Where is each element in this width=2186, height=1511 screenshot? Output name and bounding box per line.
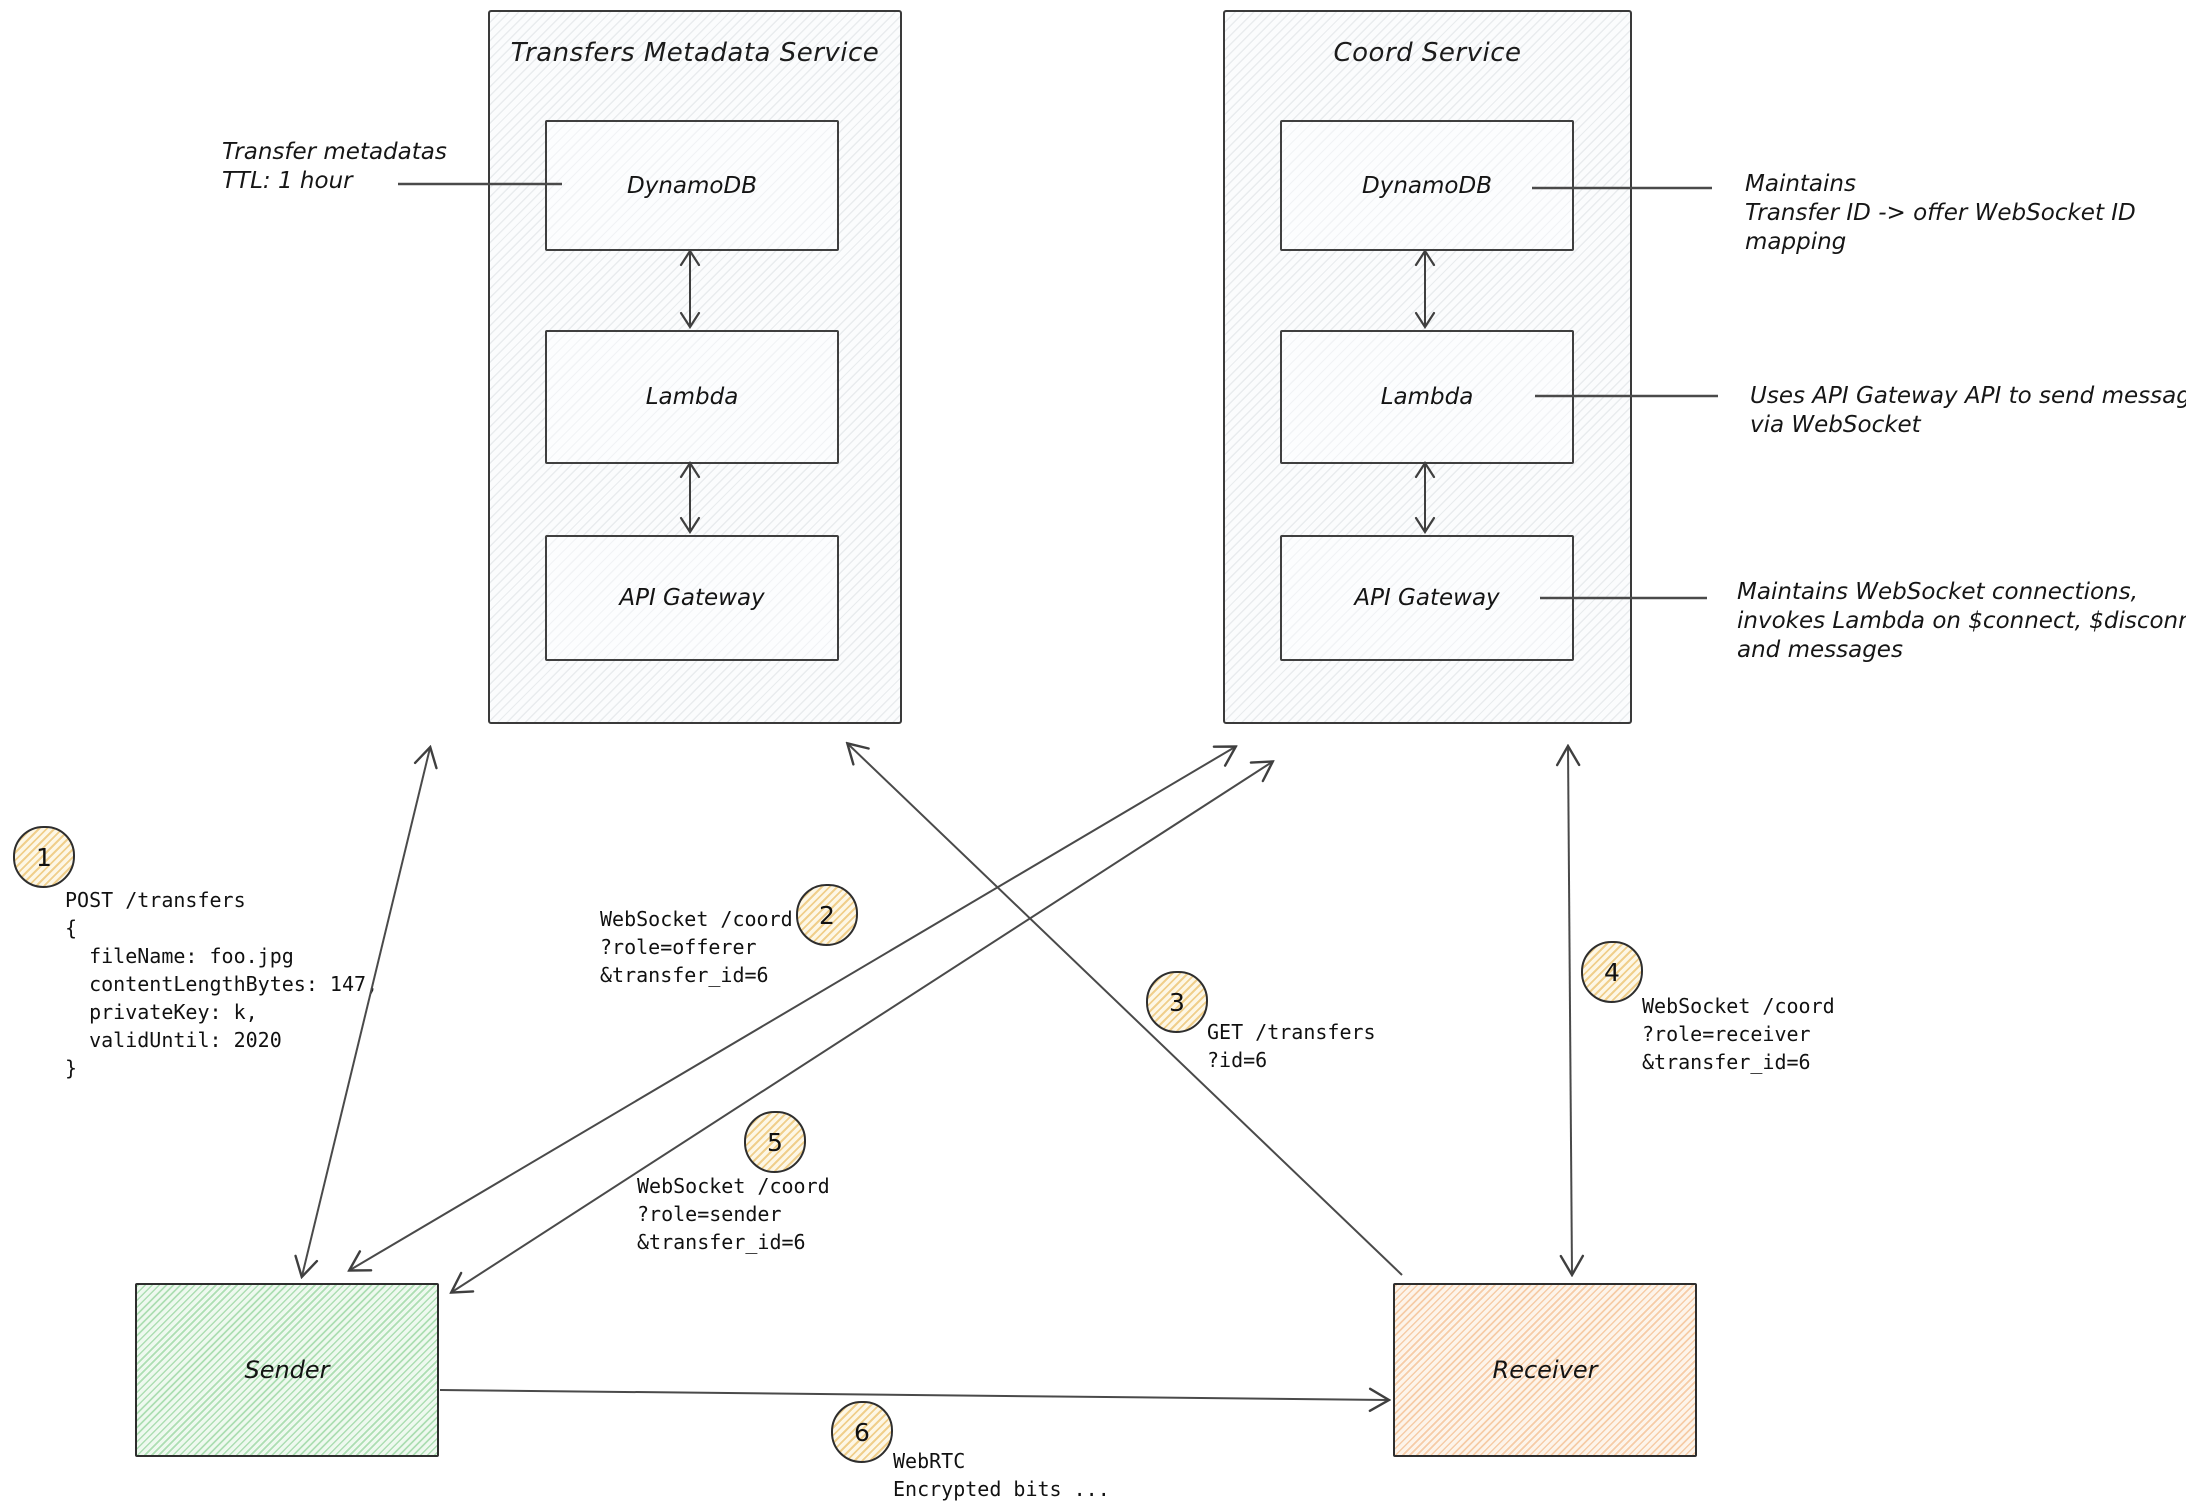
coord-dynamodb-label: DynamoDB	[1362, 172, 1492, 199]
step-number-5: 5	[767, 1127, 783, 1157]
step-badge-2: 2	[796, 884, 858, 946]
annotation-gateway-api: Uses API Gateway API to send messages vi…	[1750, 383, 2186, 438]
arrow-step-6-webrtc	[439, 1390, 1388, 1400]
step-text-6: WebRTC Encrypted bits ...	[893, 1449, 1110, 1501]
transfers-apigateway-label: API Gateway	[619, 585, 765, 611]
sender-label: Sender	[244, 1356, 330, 1384]
arrow-step-5-websocket-sender	[452, 762, 1272, 1292]
transfers-dynamodb-label: DynamoDB	[627, 172, 757, 199]
annotation-ttl: Transfer metadatas TTL: 1 hour	[222, 139, 447, 194]
step-badge-4: 4	[1581, 941, 1643, 1003]
coord-dynamodb-box: DynamoDB	[1280, 120, 1574, 251]
step-number-2: 2	[819, 900, 835, 930]
receiver-box: Receiver	[1393, 1283, 1697, 1457]
step-number-4: 4	[1604, 957, 1620, 987]
service-coord-title: Coord Service	[1333, 38, 1522, 68]
arrow-step-3-get-transfers	[848, 744, 1403, 1276]
step-number-6: 6	[854, 1417, 870, 1447]
step-text-5: WebSocket /coord ?role=sender &transfer_…	[637, 1174, 830, 1254]
service-transfers-title: Transfers Metadata Service	[510, 38, 880, 68]
coord-lambda-label: Lambda	[1380, 384, 1474, 410]
step-number-3: 3	[1169, 987, 1185, 1017]
step-text-2: WebSocket /coord ?role=offerer &transfer…	[600, 907, 793, 987]
coord-apigateway-box: API Gateway	[1280, 535, 1574, 661]
step-badge-3: 3	[1146, 971, 1208, 1033]
step-badge-5: 5	[744, 1111, 806, 1173]
step-badge-6: 6	[831, 1401, 893, 1463]
step-badge-1: 1	[13, 826, 75, 888]
transfers-lambda-label: Lambda	[645, 384, 739, 410]
step-text-3: GET /transfers ?id=6	[1207, 1020, 1376, 1072]
coord-lambda-box: Lambda	[1280, 330, 1574, 464]
step-number-1: 1	[36, 842, 52, 872]
transfers-lambda-box: Lambda	[545, 330, 839, 464]
annotation-ws-connections: Maintains WebSocket connections, invokes…	[1737, 579, 2186, 663]
transfers-apigateway-box: API Gateway	[545, 535, 839, 661]
step-text-4: WebSocket /coord ?role=receiver &transfe…	[1642, 994, 1835, 1074]
receiver-label: Receiver	[1492, 1356, 1598, 1384]
coord-apigateway-label: API Gateway	[1354, 585, 1500, 611]
transfers-dynamodb-box: DynamoDB	[545, 120, 839, 251]
step-text-1: POST /transfers { fileName: foo.jpg cont…	[65, 888, 379, 1080]
sender-box: Sender	[135, 1283, 439, 1457]
arrow-step-4-websocket-receiver	[1568, 747, 1572, 1274]
annotation-mapping: Maintains Transfer ID -> offer WebSocket…	[1745, 171, 2136, 255]
